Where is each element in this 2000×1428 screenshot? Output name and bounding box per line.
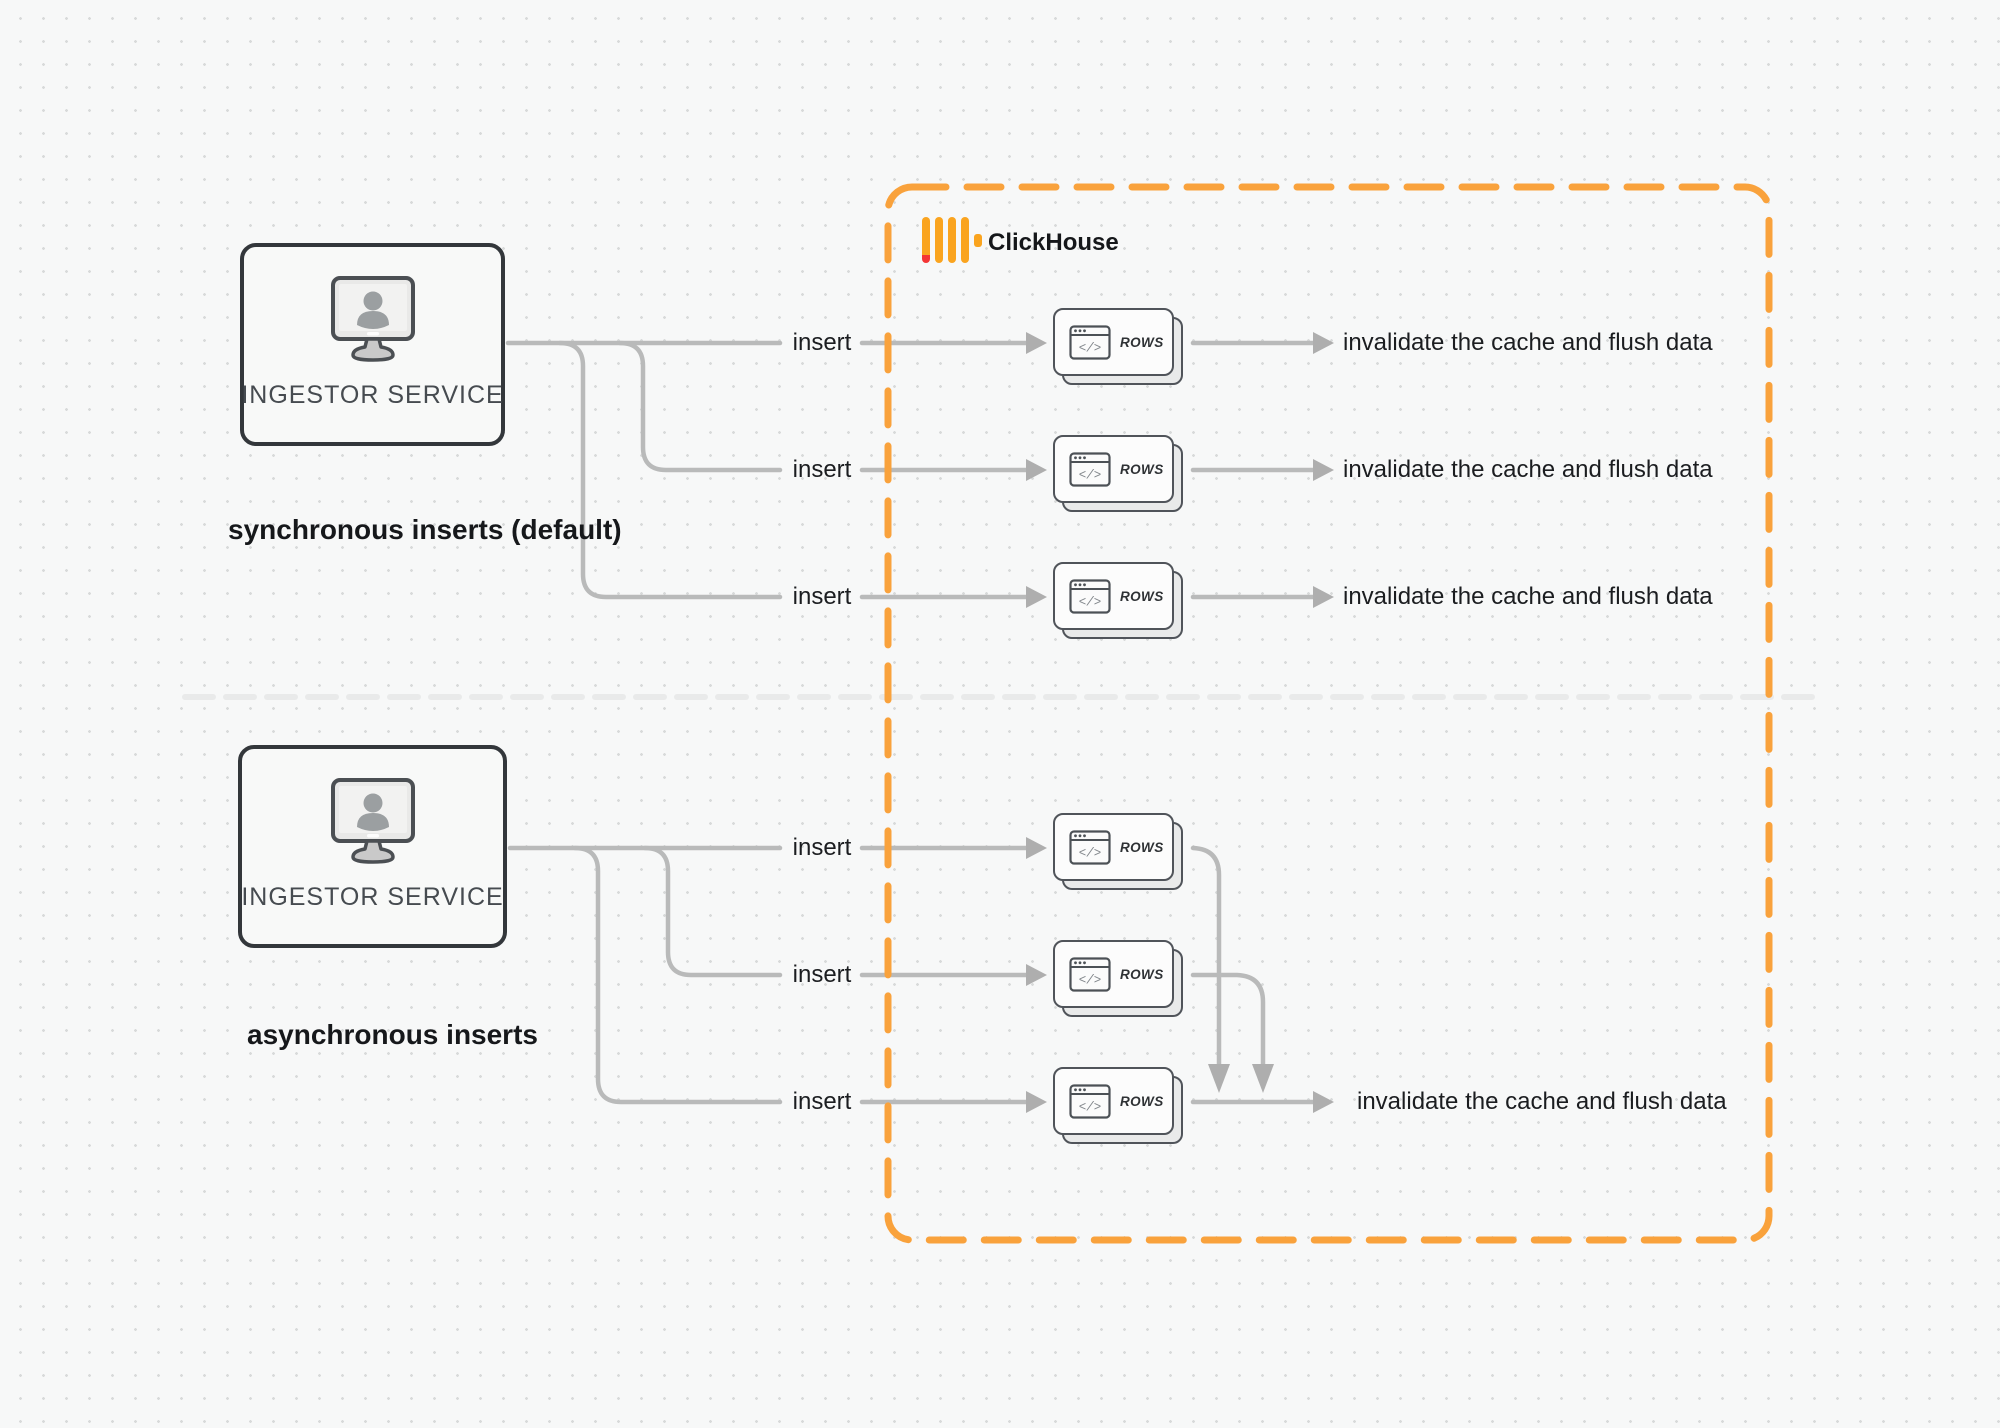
browser-window-icon: </> (1069, 324, 1111, 360)
arrowhead-icon (1026, 964, 1047, 986)
arrowhead-icon (1313, 332, 1334, 354)
code-glyph: </> (1079, 1100, 1102, 1114)
arrowhead-icon (1026, 1091, 1047, 1113)
logo-bar (948, 217, 956, 263)
sync-branch-row3 (557, 340, 783, 600)
monitor-user-icon (330, 778, 415, 864)
browser-window-icon: </> (1069, 829, 1111, 865)
rows-label: ROWS (1120, 839, 1164, 855)
ingestor-label: INGESTOR SERVICE (241, 381, 504, 409)
insert-label: insert (792, 834, 852, 861)
clickhouse-logo-icon (922, 217, 982, 263)
async-branch-row3 (572, 845, 783, 1105)
invalidate-label: invalidate the cache and flush data (1357, 1088, 1727, 1115)
arrowhead-icon (1026, 459, 1047, 481)
rows-card: </> ROWS (1053, 940, 1184, 1018)
monitor-user-icon (330, 276, 415, 362)
logo-accent (974, 233, 982, 247)
insert-label: insert (792, 1088, 852, 1115)
code-glyph: </> (1079, 973, 1102, 987)
invalidate-label: invalidate the cache and flush data (1343, 583, 1713, 610)
async-merge-line-1 (1190, 845, 1222, 1067)
rows-card: </> ROWS (1053, 562, 1184, 640)
logo-bar (922, 217, 930, 263)
rows-label: ROWS (1120, 334, 1164, 350)
rows-label: ROWS (1120, 1093, 1164, 1109)
arrowhead-icon (1313, 586, 1334, 608)
invalidate-label: invalidate the cache and flush data (1343, 329, 1713, 356)
rows-card: </> ROWS (1053, 813, 1184, 891)
rows-card-front: </> ROWS (1053, 435, 1174, 503)
code-glyph: </> (1079, 595, 1102, 609)
ingestor-label: INGESTOR SERVICE (241, 883, 504, 911)
rows-card-front: </> ROWS (1053, 308, 1174, 376)
code-glyph: </> (1079, 468, 1102, 482)
rows-card-front: </> ROWS (1053, 940, 1174, 1008)
clickhouse-boundary (884, 183, 1773, 1244)
browser-window-icon: </> (1069, 578, 1111, 614)
ingestor-box-sync: INGESTOR SERVICE (240, 243, 505, 446)
browser-window-icon: </> (1069, 451, 1111, 487)
arrowhead-icon (1313, 1091, 1334, 1113)
logo-bar (935, 217, 943, 263)
arrowhead-down-icon (1252, 1064, 1274, 1093)
insert-label: insert (792, 961, 852, 988)
rows-label: ROWS (1120, 588, 1164, 604)
arrowhead-icon (1313, 459, 1334, 481)
code-glyph: </> (1079, 846, 1102, 860)
insert-label: insert (792, 456, 852, 483)
browser-window-icon: </> (1069, 1083, 1111, 1119)
rows-label: ROWS (1120, 461, 1164, 477)
arrowhead-icon (1026, 586, 1047, 608)
clickhouse-label: ClickHouse (988, 229, 1119, 256)
async-branch-row2 (642, 845, 783, 978)
async-merge-line-2 (1190, 972, 1266, 1067)
rows-card: </> ROWS (1053, 308, 1184, 386)
rows-card-front: </> ROWS (1053, 1067, 1174, 1135)
browser-window-icon: </> (1069, 956, 1111, 992)
sync-caption: synchronous inserts (default) (228, 514, 622, 545)
rows-label: ROWS (1120, 966, 1164, 982)
invalidate-label: invalidate the cache and flush data (1343, 456, 1713, 483)
arrowhead-icon (1026, 332, 1047, 354)
code-glyph: </> (1079, 341, 1102, 355)
rows-card: </> ROWS (1053, 435, 1184, 513)
rows-card-front: </> ROWS (1053, 562, 1174, 630)
insert-label: insert (792, 583, 852, 610)
rows-card: </> ROWS (1053, 1067, 1184, 1145)
ingestor-box-async: INGESTOR SERVICE (238, 745, 507, 948)
sync-branch-row2 (617, 340, 783, 473)
logo-bar (961, 217, 969, 263)
arrowhead-icon (1026, 837, 1047, 859)
insert-label: insert (792, 329, 852, 356)
async-caption: asynchronous inserts (247, 1019, 538, 1050)
arrowhead-down-icon (1208, 1064, 1230, 1093)
rows-card-front: </> ROWS (1053, 813, 1174, 881)
